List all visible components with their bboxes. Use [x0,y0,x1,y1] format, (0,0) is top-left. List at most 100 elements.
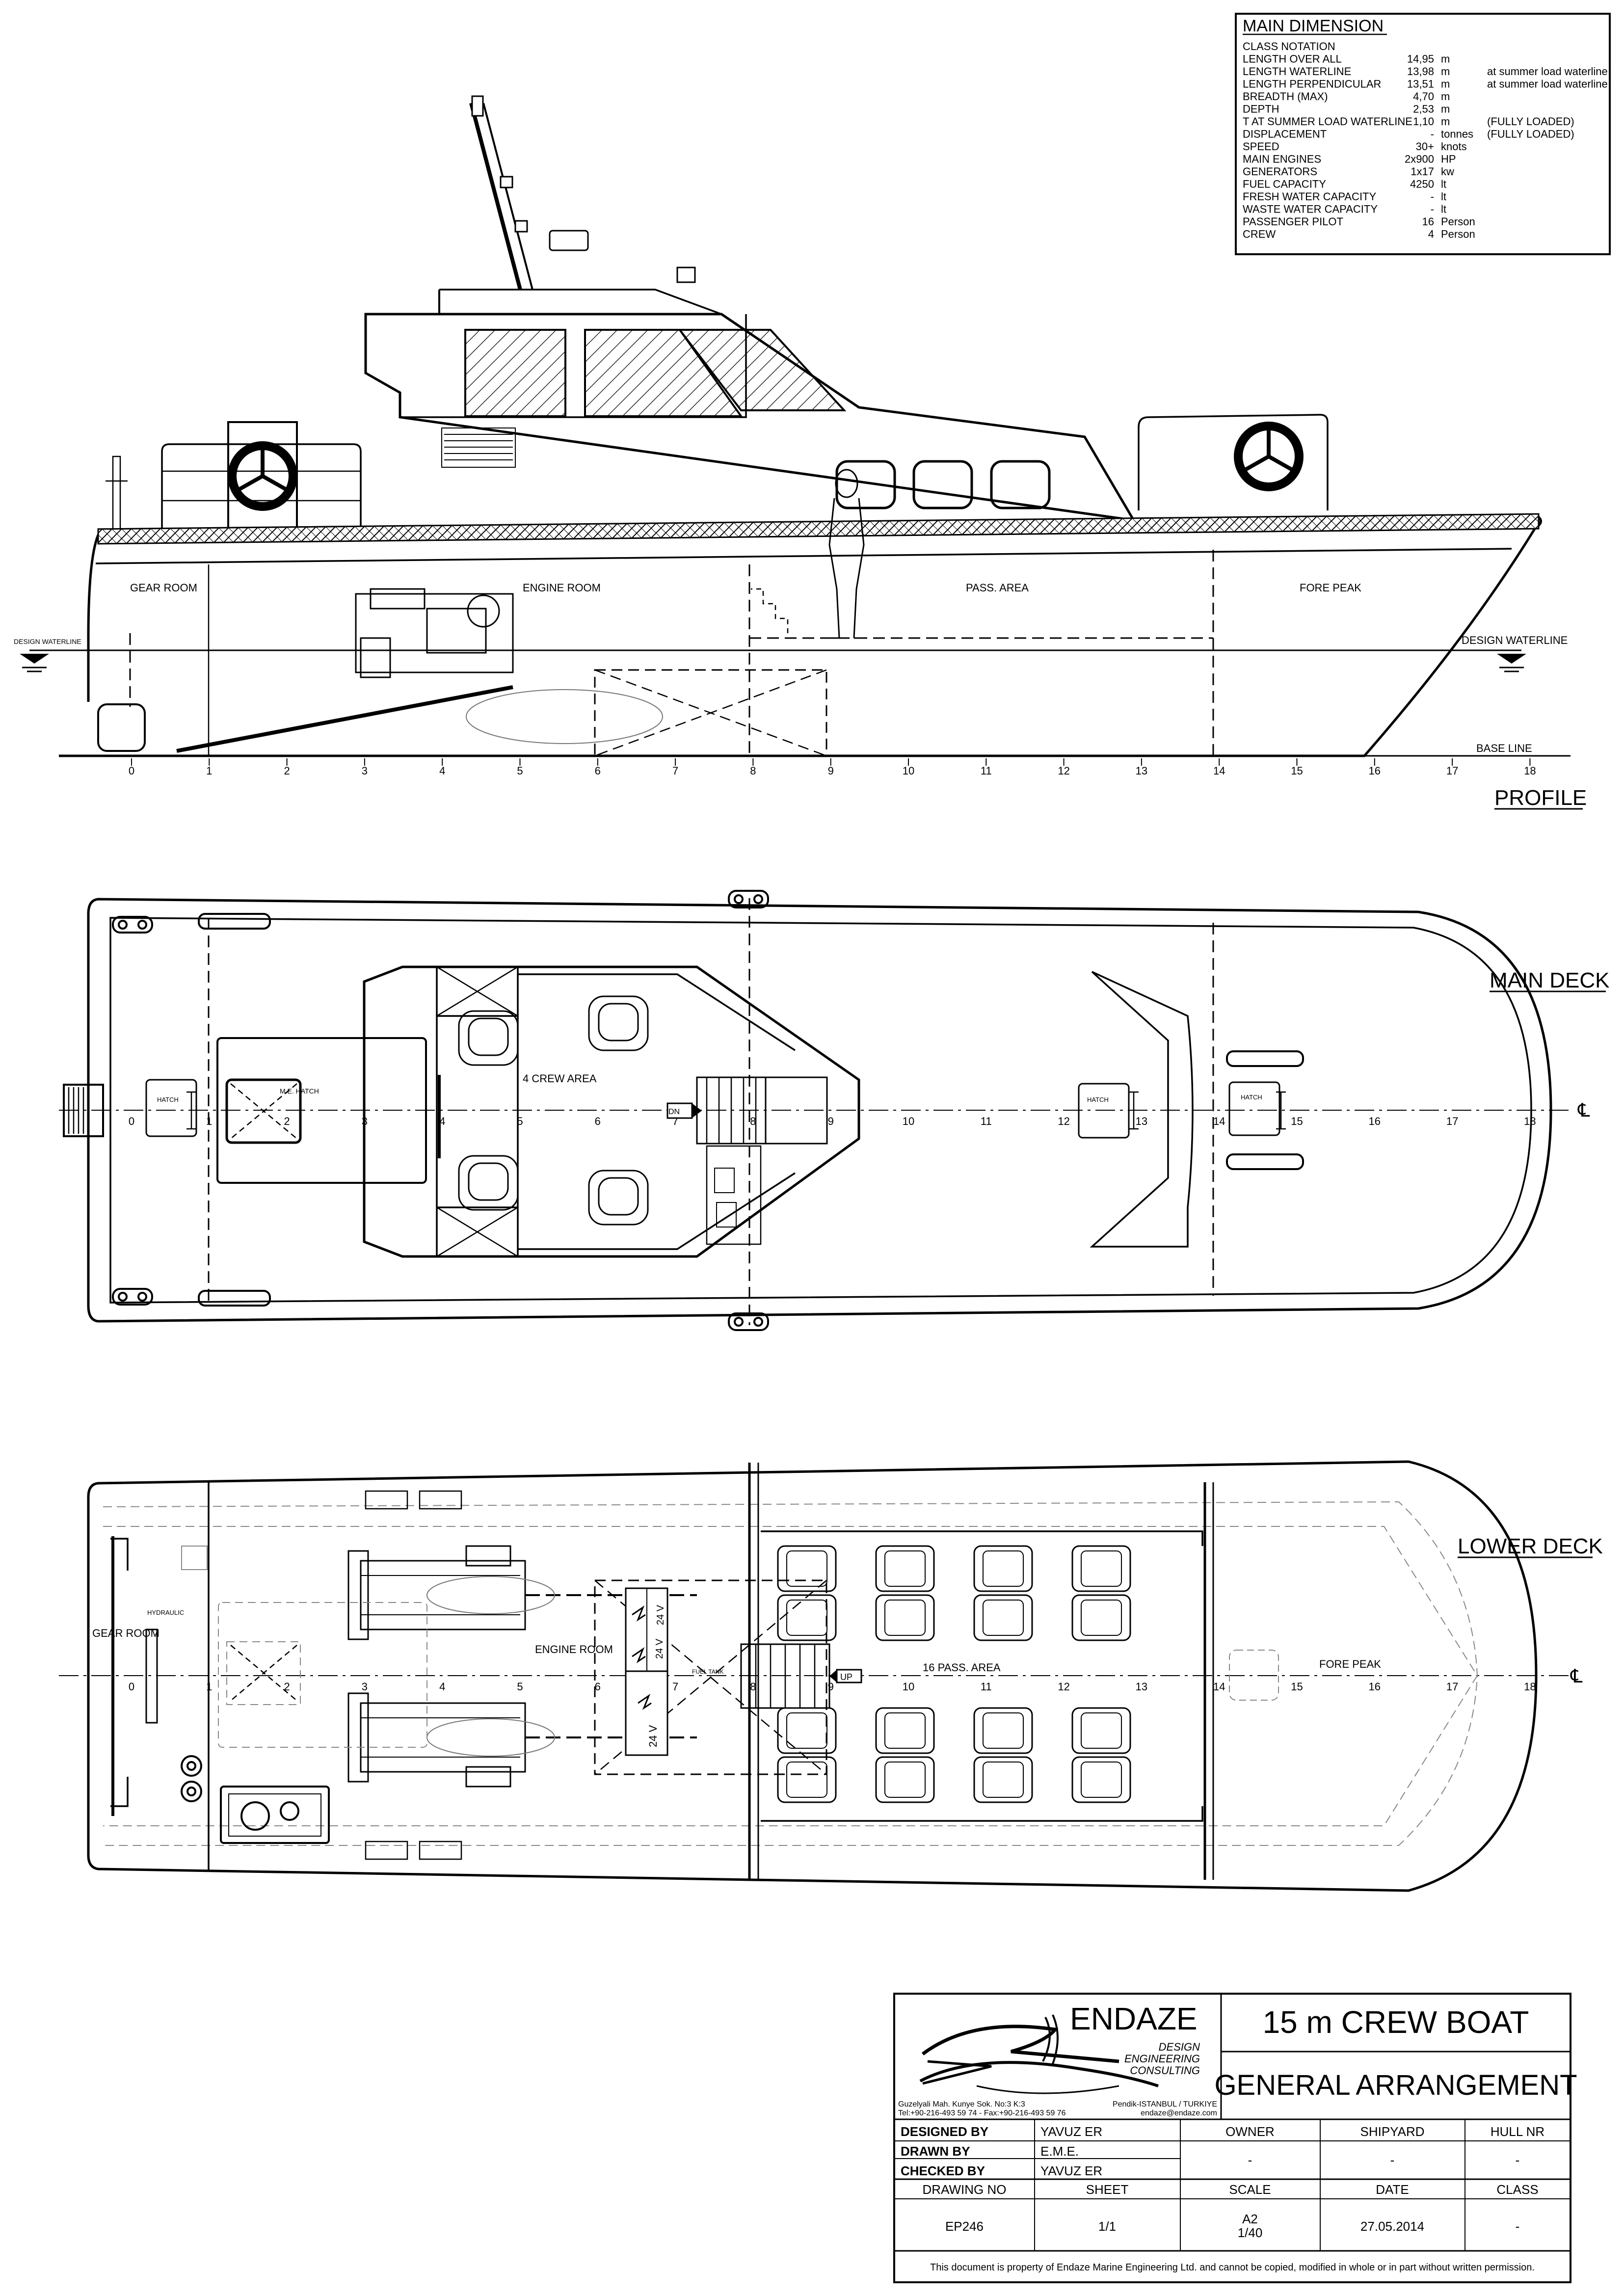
lifebuoy-aft-icon [228,441,297,511]
wheelhouse-window-1 [464,329,566,417]
bilge-pumps [181,1755,202,1802]
profile-pass-area-label: PASS. AREA [966,582,1029,594]
lower-deck-gear-room-label: GEAR ROOM [92,1627,160,1639]
main-deck-hull [87,898,1552,1323]
frame-number: 14 [1213,1115,1225,1127]
passenger-seat [973,1545,1033,1592]
dimension-label: DISPLACEMENT [1243,128,1327,140]
main-deck-view: HATCH HATCH HATCH 4 CREW AREA M.E. HATC [59,890,1609,1331]
sheet-value: 1/1 [1098,2219,1116,2234]
frame-number: 0 [129,1681,134,1693]
profile-gear-room-label: GEAR ROOM [130,582,197,594]
dimension-value: 4250 [1410,178,1434,190]
passenger-seat [875,1594,935,1641]
frame-number: 17 [1446,1115,1458,1127]
frame-number: 0 [129,1115,134,1127]
dimension-unit: Person [1441,215,1475,228]
frame-number: 16 [1369,1681,1381,1693]
lower-deck-hull [87,1460,1538,1892]
passenger-seat [777,1756,837,1803]
wheelhouse-window-3 [677,329,847,411]
dimension-label: LENGTH OVER ALL [1243,53,1342,65]
passenger-seat [1071,1756,1131,1803]
antenna-icon [676,267,696,283]
frame-number: 18 [1524,1115,1536,1127]
lower-deck-hydraulic-label: HYDRAULIC [147,1609,184,1616]
frame-number: 8 [750,1681,756,1693]
dimension-unit: lt [1441,178,1446,190]
dimension-value: 2,53 [1413,103,1434,115]
project-title: 15 m CREW BOAT [1263,2004,1529,2040]
dimension-value: 1,10 [1413,115,1434,128]
lower-deck-engine-room-label: ENGINE ROOM [535,1643,613,1655]
dimension-label: FUEL CAPACITY [1243,178,1326,190]
main-dimension-title: MAIN DIMENSION [1243,17,1384,35]
hull-nr-label: HULL NR [1491,2124,1544,2139]
dimension-unit: lt [1441,190,1446,203]
company-email: endaze@endaze.com [1141,2109,1217,2117]
frame-number: 12 [1058,1115,1069,1127]
lightning-icon [632,1647,646,1663]
dimension-unit: knots [1441,140,1467,153]
main-engines-plan [347,1545,697,1788]
main-deck-centerline-icon: ℄ [1577,1100,1590,1121]
profile-hull [59,514,1542,757]
dimension-label: CLASS NOTATION [1243,40,1335,53]
frame-number: 8 [750,1115,756,1127]
frame-number: 9 [828,765,834,777]
lower-deck-centerline-icon: ℄ [1570,1666,1583,1687]
passenger-seat [1071,1707,1131,1754]
passenger-seat [875,1707,935,1754]
dimension-label: PASSENGER PILOT [1243,215,1343,228]
frame-number: 0 [129,765,134,777]
dimension-note: at summer load waterline [1487,78,1608,90]
frame-number: 15 [1291,765,1303,777]
frame-number: 10 [903,765,914,777]
profile-view: GEAR ROOM ENGINE ROOM PASS. AREA FORE PE… [14,95,1587,810]
frame-number: 15 [1291,1115,1303,1127]
sheet-label: SHEET [1086,2182,1129,2197]
class-label: CLASS [1496,2182,1538,2197]
dimension-label: T AT SUMMER LOAD WATERLINE [1243,115,1412,128]
scale-paper: A2 [1242,2212,1258,2226]
drawn-by-label: DRAWN BY [901,2144,970,2159]
frame-number: 16 [1369,1115,1381,1127]
lower-deck-pass-area-label: 16 PASS. AREA [923,1661,1001,1674]
date-label: DATE [1376,2182,1409,2197]
dimension-unit: lt [1441,203,1446,215]
frame-number: 5 [517,1681,523,1693]
company-name: ENDAZE [1070,2001,1198,2036]
porthole-3 [990,460,1051,509]
profile-base-line-label: BASE LINE [1476,742,1532,754]
dimension-unit: kw [1441,165,1454,178]
frame-number: 8 [750,765,756,777]
dimension-unit: Person [1441,228,1475,240]
dimension-unit: m [1441,53,1450,65]
frame-number: 4 [439,1115,445,1127]
fore-hatch-1-label: HATCH [1087,1096,1109,1103]
frame-number: 15 [1291,1681,1303,1693]
dimension-label: BREADTH (MAX) [1243,90,1328,103]
hull-nr-value: - [1516,2153,1520,2167]
passenger-seat [875,1756,935,1803]
battery-24v-label-2: 24 V [654,1638,665,1659]
person-figure-icon [828,469,865,639]
dimension-label: WASTE WATER CAPACITY [1243,203,1378,215]
drawn-by-value: E.M.E. [1040,2144,1079,2159]
frame-number: 4 [439,765,445,777]
profile-engine-room-label: ENGINE ROOM [523,582,601,594]
dimension-value: 1x17 [1411,165,1434,178]
drawing-no-value: EP246 [945,2219,984,2234]
frame-number: 7 [672,765,678,777]
frame-number: 11 [981,1681,992,1693]
copyright-notice: This document is property of Endaze Mari… [930,2262,1535,2273]
dimension-value: - [1431,203,1434,215]
owner-value: - [1248,2153,1252,2167]
frame-number: 11 [981,1115,992,1127]
lifebuoy-fore-icon [1234,422,1304,491]
profile-dwl-left-label: DESIGN WATERLINE [14,638,81,645]
fore-hatch-2: HATCH [1228,1081,1286,1136]
battery-24v-label-3: 24 V [647,1725,659,1747]
